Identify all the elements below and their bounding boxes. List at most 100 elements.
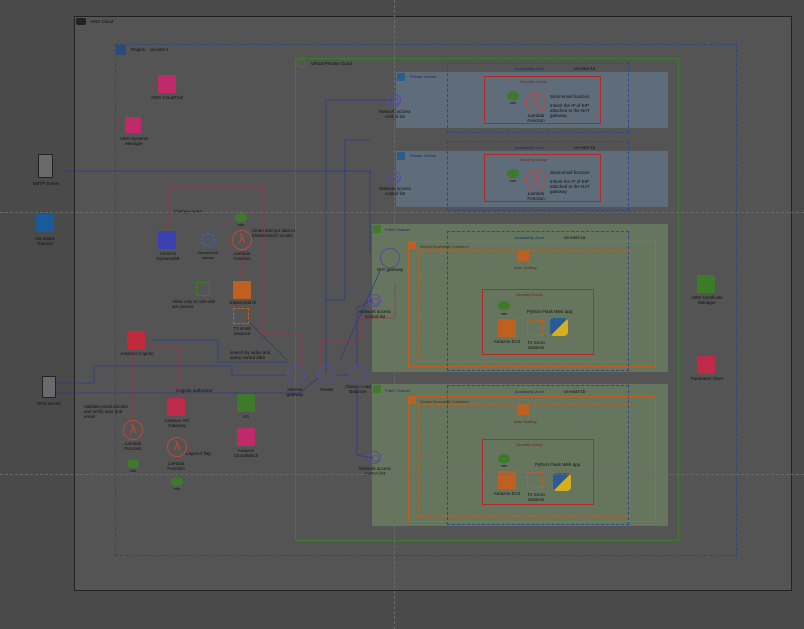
beanstalk-container-2 bbox=[408, 396, 656, 522]
page-guide-vertical bbox=[394, 0, 395, 629]
sg-3-title: Security Group bbox=[516, 292, 543, 297]
nacl-label: Network access control list bbox=[359, 309, 391, 319]
python-app-label: Python Flask Web app bbox=[535, 462, 581, 467]
load-balancer-label: Classic Load Balancer bbox=[345, 384, 371, 394]
smtp-server-label: SMTP Server bbox=[32, 181, 60, 186]
lambda-label: Lambda Function bbox=[527, 113, 545, 123]
clean-put-note: Clean and put data to Elasticsearch clus… bbox=[252, 228, 296, 238]
cognito-icon bbox=[127, 331, 145, 349]
ec2-label: Amazon EC2 bbox=[493, 491, 521, 496]
line-elb-to-nacl3 bbox=[356, 388, 373, 459]
ec2-icon bbox=[498, 319, 516, 337]
auto-scaling-group-2 bbox=[418, 404, 630, 517]
t2-small-label: T2 small instance bbox=[233, 326, 251, 336]
line-router-to-private1 bbox=[325, 99, 394, 373]
api-gateway-icon bbox=[167, 398, 185, 416]
ec2-icon bbox=[498, 471, 516, 489]
role-label: role bbox=[173, 486, 181, 491]
role-label: role bbox=[237, 222, 245, 227]
lock-icon bbox=[397, 73, 405, 81]
line-cognito-to-igw bbox=[152, 339, 287, 363]
flag-icon bbox=[116, 45, 126, 55]
line-elb-to-nacl2 bbox=[356, 299, 373, 365]
nacl-icon bbox=[368, 294, 381, 307]
cloudtrail-label: AWS CloudTrail bbox=[151, 95, 183, 100]
cognito-auth-note: Cognito authorizer bbox=[176, 388, 213, 393]
availability-zone-1b-upper bbox=[447, 141, 629, 211]
availability-zone-1a-lower bbox=[447, 231, 629, 371]
cognito-label: Amazon Cognito bbox=[120, 351, 154, 356]
line-router-to-private2 bbox=[326, 139, 370, 301]
public-subnet-icon bbox=[373, 385, 381, 393]
line-nat-to-smtp bbox=[60, 170, 371, 254]
az-1a-upper-label: Availability Zone bbox=[515, 66, 545, 71]
role-label: role bbox=[500, 463, 508, 468]
sg-2-title: Security Group bbox=[520, 157, 547, 162]
s3-icon bbox=[237, 394, 255, 412]
nacl-label: Network access control list bbox=[379, 186, 411, 196]
security-group-4 bbox=[482, 439, 594, 505]
public-subnet-1 bbox=[372, 224, 668, 372]
role-icon bbox=[498, 454, 510, 463]
security-group-1 bbox=[484, 76, 601, 124]
az-1a-lower-name: us-east-1a bbox=[564, 235, 586, 240]
az-1a-upper-name: us-east-1a bbox=[574, 66, 596, 71]
cloudtrail-icon bbox=[158, 75, 176, 93]
router-icon bbox=[318, 366, 336, 384]
lambda-icon: λ bbox=[167, 437, 187, 457]
internet-gateway-icon bbox=[287, 366, 305, 384]
cloudwatch-icon bbox=[237, 428, 255, 446]
t2-small-icon bbox=[233, 308, 249, 324]
validate-email-note: Validate email domain and verify user an… bbox=[84, 404, 128, 419]
t2-micro-label: T2 micro instance bbox=[527, 340, 545, 350]
auto-scaling-icon bbox=[518, 251, 529, 261]
region-container bbox=[115, 44, 737, 556]
role-icon bbox=[235, 213, 247, 222]
line-dns-to-igw bbox=[57, 365, 287, 384]
role-label: role bbox=[129, 468, 137, 473]
vpc-icon bbox=[296, 59, 306, 68]
send-email-note: Send email function bbox=[550, 170, 590, 175]
iam-policy-icon bbox=[196, 282, 210, 296]
public-subnet-1-title: Public Subnet bbox=[385, 227, 410, 232]
public-subnet-2-title: Public Subnet bbox=[385, 388, 410, 393]
lambda-label: Lambda Function bbox=[124, 441, 142, 451]
parameter-store-label: Parameter Store bbox=[690, 376, 724, 381]
elasticsearch-icon bbox=[233, 281, 251, 299]
auto-scaling-icon bbox=[518, 405, 529, 415]
ec2-label: Amazon EC2 bbox=[493, 339, 521, 344]
availability-zone-1a-upper bbox=[447, 63, 629, 133]
elasticsearch-label: Elasticsearch bbox=[229, 300, 257, 305]
page-guide-horizontal bbox=[0, 474, 804, 475]
parameter-store-icon bbox=[697, 356, 715, 374]
lambda-icon: λ bbox=[123, 420, 143, 440]
beanstalk-icon bbox=[409, 397, 416, 404]
lambda-icon: λ bbox=[526, 92, 546, 112]
line-dns-to-router bbox=[57, 377, 319, 394]
inherit-ip-note: Inherit the IP of EIP attached to the NA… bbox=[550, 103, 590, 118]
beanstalk-icon bbox=[409, 242, 416, 249]
nacl-label: Network access control list bbox=[379, 109, 411, 119]
lambda-label: Lambda Function bbox=[233, 251, 251, 261]
t2-micro-icon bbox=[527, 320, 543, 336]
dns-server-label: DNS Server bbox=[36, 401, 61, 406]
security-group-2 bbox=[484, 154, 601, 202]
dynamodb-stream-icon bbox=[201, 233, 215, 247]
auto-scaling-group-1 bbox=[418, 250, 630, 362]
layer13-note: Layer13 flag bbox=[186, 451, 211, 456]
private-subnet-1-title: Private Subnet bbox=[410, 74, 437, 79]
role-icon bbox=[171, 477, 183, 486]
send-email-note: Send email function bbox=[550, 94, 590, 99]
allow-only-note: Allow only to role with arn xxxxxx bbox=[172, 299, 216, 309]
inherit-ip-note: Inherit the IP of EIP attached to the NA… bbox=[550, 179, 590, 194]
dynamodb-label: Amazon DynamoDB bbox=[156, 251, 180, 261]
beanstalk-container-1 bbox=[408, 241, 656, 367]
vpc-title: Virtual Private Cloud bbox=[311, 61, 352, 66]
beanstalk-1-title: Elastic Beanstalk Container bbox=[420, 244, 469, 249]
search-note: search by index and query sorted data bbox=[230, 350, 271, 360]
systems-manager-icon bbox=[125, 117, 141, 133]
role-label: role bbox=[500, 311, 508, 316]
lambda-icon: λ bbox=[526, 170, 546, 190]
t2-micro-label: T2 micro instance bbox=[527, 492, 545, 502]
load-balancer-icon bbox=[349, 366, 367, 384]
